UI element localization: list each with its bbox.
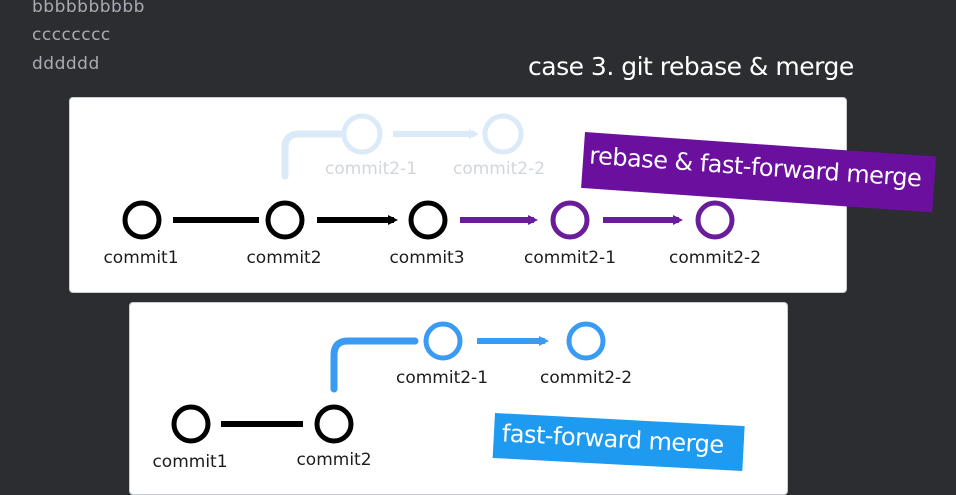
faded-commit2-2-node	[482, 113, 524, 155]
background-text-line: bbbbbbbbbb	[32, 0, 145, 17]
commit2-1-node	[423, 321, 463, 361]
fast-forward-diagram-panel: commit2-1 commit2-2 commit1 commit2	[129, 302, 788, 495]
faded-commit2-2-label: commit2-2	[452, 159, 546, 179]
commit2-2-node	[566, 321, 606, 361]
commit1-node	[171, 404, 211, 444]
faded-commit2-1-label: commit2-1	[324, 159, 418, 179]
rebase-diagram	[122, 113, 735, 240]
commit2-node	[314, 404, 354, 444]
commit3-label: commit3	[389, 248, 465, 268]
commit2-1-label: commit2-1	[395, 368, 489, 388]
background-text-line: dddddd	[32, 54, 100, 74]
faded-commit2-1-node	[341, 113, 383, 155]
commit2-label: commit2	[296, 450, 372, 470]
case-title: case 3. git rebase & merge	[528, 52, 854, 81]
rebased-commit2-2-node	[695, 200, 735, 240]
commit1-label: commit1	[103, 248, 179, 268]
commit1-node	[122, 200, 162, 240]
commit2-node	[265, 200, 305, 240]
branch-line	[330, 337, 419, 393]
commit3-node	[408, 200, 448, 240]
rebased-commit2-2-label: commit2-2	[668, 248, 762, 268]
fast-forward-diagram	[171, 321, 606, 444]
rebased-commit2-1-label: commit2-1	[523, 248, 617, 268]
commit2-2-label: commit2-2	[539, 368, 633, 388]
rebased-commit2-1-node	[550, 200, 590, 240]
faded-branch-line	[281, 130, 345, 180]
commit1-label: commit1	[152, 452, 228, 472]
background-text-line: cccccccc	[32, 25, 111, 45]
commit2-label: commit2	[246, 248, 322, 268]
